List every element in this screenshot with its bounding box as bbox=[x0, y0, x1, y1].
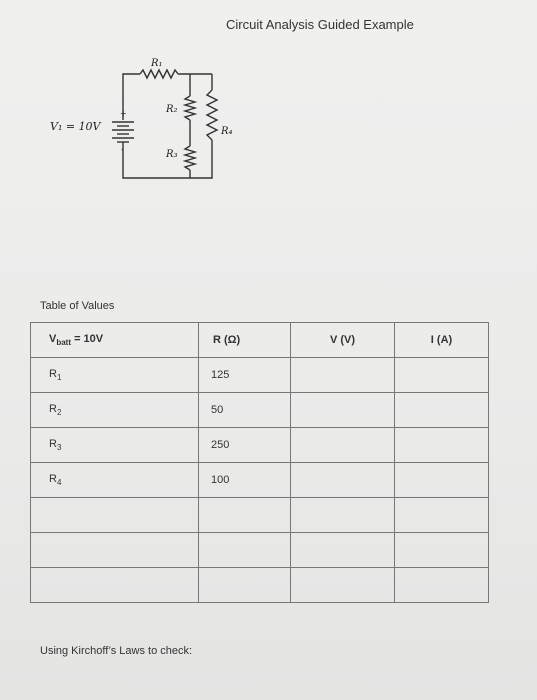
current-cell[interactable] bbox=[394, 427, 489, 463]
resistance-cell bbox=[198, 497, 291, 533]
row-label: R1 bbox=[30, 357, 199, 393]
corner-header-cell: Vbatt = 10V bbox=[30, 322, 199, 358]
r1-label: R₁ bbox=[150, 58, 163, 69]
voltage-cell[interactable] bbox=[290, 462, 395, 498]
r3-label: R₃ bbox=[165, 149, 178, 160]
table-row: R1 125 bbox=[30, 357, 489, 393]
current-cell[interactable] bbox=[394, 497, 489, 533]
header-resistance: R (Ω) bbox=[198, 322, 291, 358]
resistance-cell: 250 bbox=[198, 427, 291, 463]
current-cell[interactable] bbox=[394, 462, 489, 498]
row-label: R3 bbox=[30, 427, 199, 463]
corner-value: = 10V bbox=[71, 332, 104, 345]
resistance-cell: 125 bbox=[198, 357, 291, 393]
current-cell[interactable] bbox=[394, 567, 489, 603]
resistance-cell bbox=[198, 532, 291, 568]
voltage-cell[interactable] bbox=[290, 567, 395, 603]
circuit-wires bbox=[122, 68, 219, 179]
resistor-r1 bbox=[139, 68, 179, 80]
voltage-cell[interactable] bbox=[290, 392, 395, 428]
table-row bbox=[30, 532, 489, 568]
voltage-cell[interactable] bbox=[290, 427, 395, 463]
header-voltage: V (V) bbox=[290, 322, 395, 358]
page-title: Circuit Analysis Guided Example bbox=[226, 17, 414, 32]
voltage-cell[interactable] bbox=[290, 497, 395, 533]
table-row bbox=[30, 567, 489, 603]
table-row bbox=[30, 497, 489, 533]
corner-sub: batt bbox=[56, 338, 72, 348]
resistance-cell: 50 bbox=[198, 392, 291, 428]
r4-label: R₄ bbox=[220, 126, 233, 137]
resistor-r4 bbox=[205, 89, 219, 141]
header-current: I (A) bbox=[394, 322, 489, 358]
resistor-r3 bbox=[182, 145, 198, 171]
current-cell[interactable] bbox=[394, 392, 489, 428]
table-section-label: Table of Values bbox=[40, 300, 115, 312]
battery-minus-sign: - bbox=[121, 145, 124, 154]
circuit-diagram: + - V₁ = 10V R₁ R₂ R₃ R₄ bbox=[50, 58, 233, 179]
battery-plus-sign: + bbox=[120, 109, 127, 118]
row-label bbox=[30, 532, 199, 568]
row-label: R2 bbox=[30, 392, 199, 428]
kirchhoff-check-label: Using Kirchoff’s Laws to check: bbox=[40, 645, 193, 657]
voltage-cell[interactable] bbox=[290, 532, 395, 568]
table-row: R3 250 bbox=[30, 427, 489, 463]
corner-main: V bbox=[49, 332, 57, 345]
source-voltage-label: V₁ = 10V bbox=[50, 120, 102, 133]
r2-label: R₂ bbox=[165, 104, 178, 115]
table-header-row: Vbatt = 10V R (Ω) V (V) I (A) bbox=[30, 322, 489, 358]
resistor-r2 bbox=[182, 95, 198, 121]
row-label: R4 bbox=[30, 462, 199, 498]
battery-symbol bbox=[112, 121, 134, 143]
voltage-cell[interactable] bbox=[290, 357, 395, 393]
current-cell[interactable] bbox=[394, 532, 489, 568]
current-cell[interactable] bbox=[394, 357, 489, 393]
row-label bbox=[30, 497, 199, 533]
resistance-cell bbox=[198, 567, 291, 603]
row-label bbox=[30, 567, 199, 603]
resistance-cell: 100 bbox=[198, 462, 291, 498]
table-row: R2 50 bbox=[30, 392, 489, 428]
values-table: Vbatt = 10V R (Ω) V (V) I (A) R1 125 R2 … bbox=[30, 322, 489, 603]
table-row: R4 100 bbox=[30, 462, 489, 498]
